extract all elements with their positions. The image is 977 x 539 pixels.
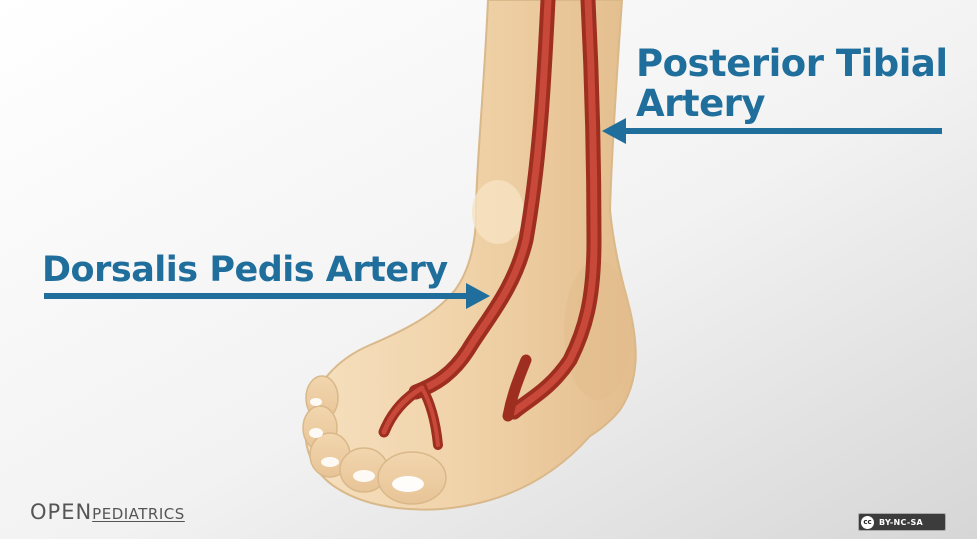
ankle-bone [472, 180, 524, 244]
posterior-label-line2: Artery [636, 84, 948, 124]
dorsalis-pedis-artery-label: Dorsalis Pedis Artery [42, 250, 448, 290]
logo-pediatrics: PEDIATRICS [92, 505, 185, 523]
toenail [309, 428, 323, 438]
openpediatrics-logo: OPENPEDIATRICS [30, 500, 185, 524]
logo-open: OPEN [30, 500, 92, 524]
creative-commons-icon: cc [861, 516, 874, 529]
toenail [310, 398, 322, 406]
toenail [321, 457, 339, 467]
license-badge: cc BY-NC-SA [858, 513, 946, 531]
posterior-tibial-artery-label: Posterior Tibial Artery [636, 44, 948, 124]
license-text: BY-NC-SA [879, 518, 923, 527]
toenail [353, 470, 375, 482]
toenail [392, 476, 424, 492]
posterior-label-line1: Posterior Tibial [636, 44, 948, 84]
